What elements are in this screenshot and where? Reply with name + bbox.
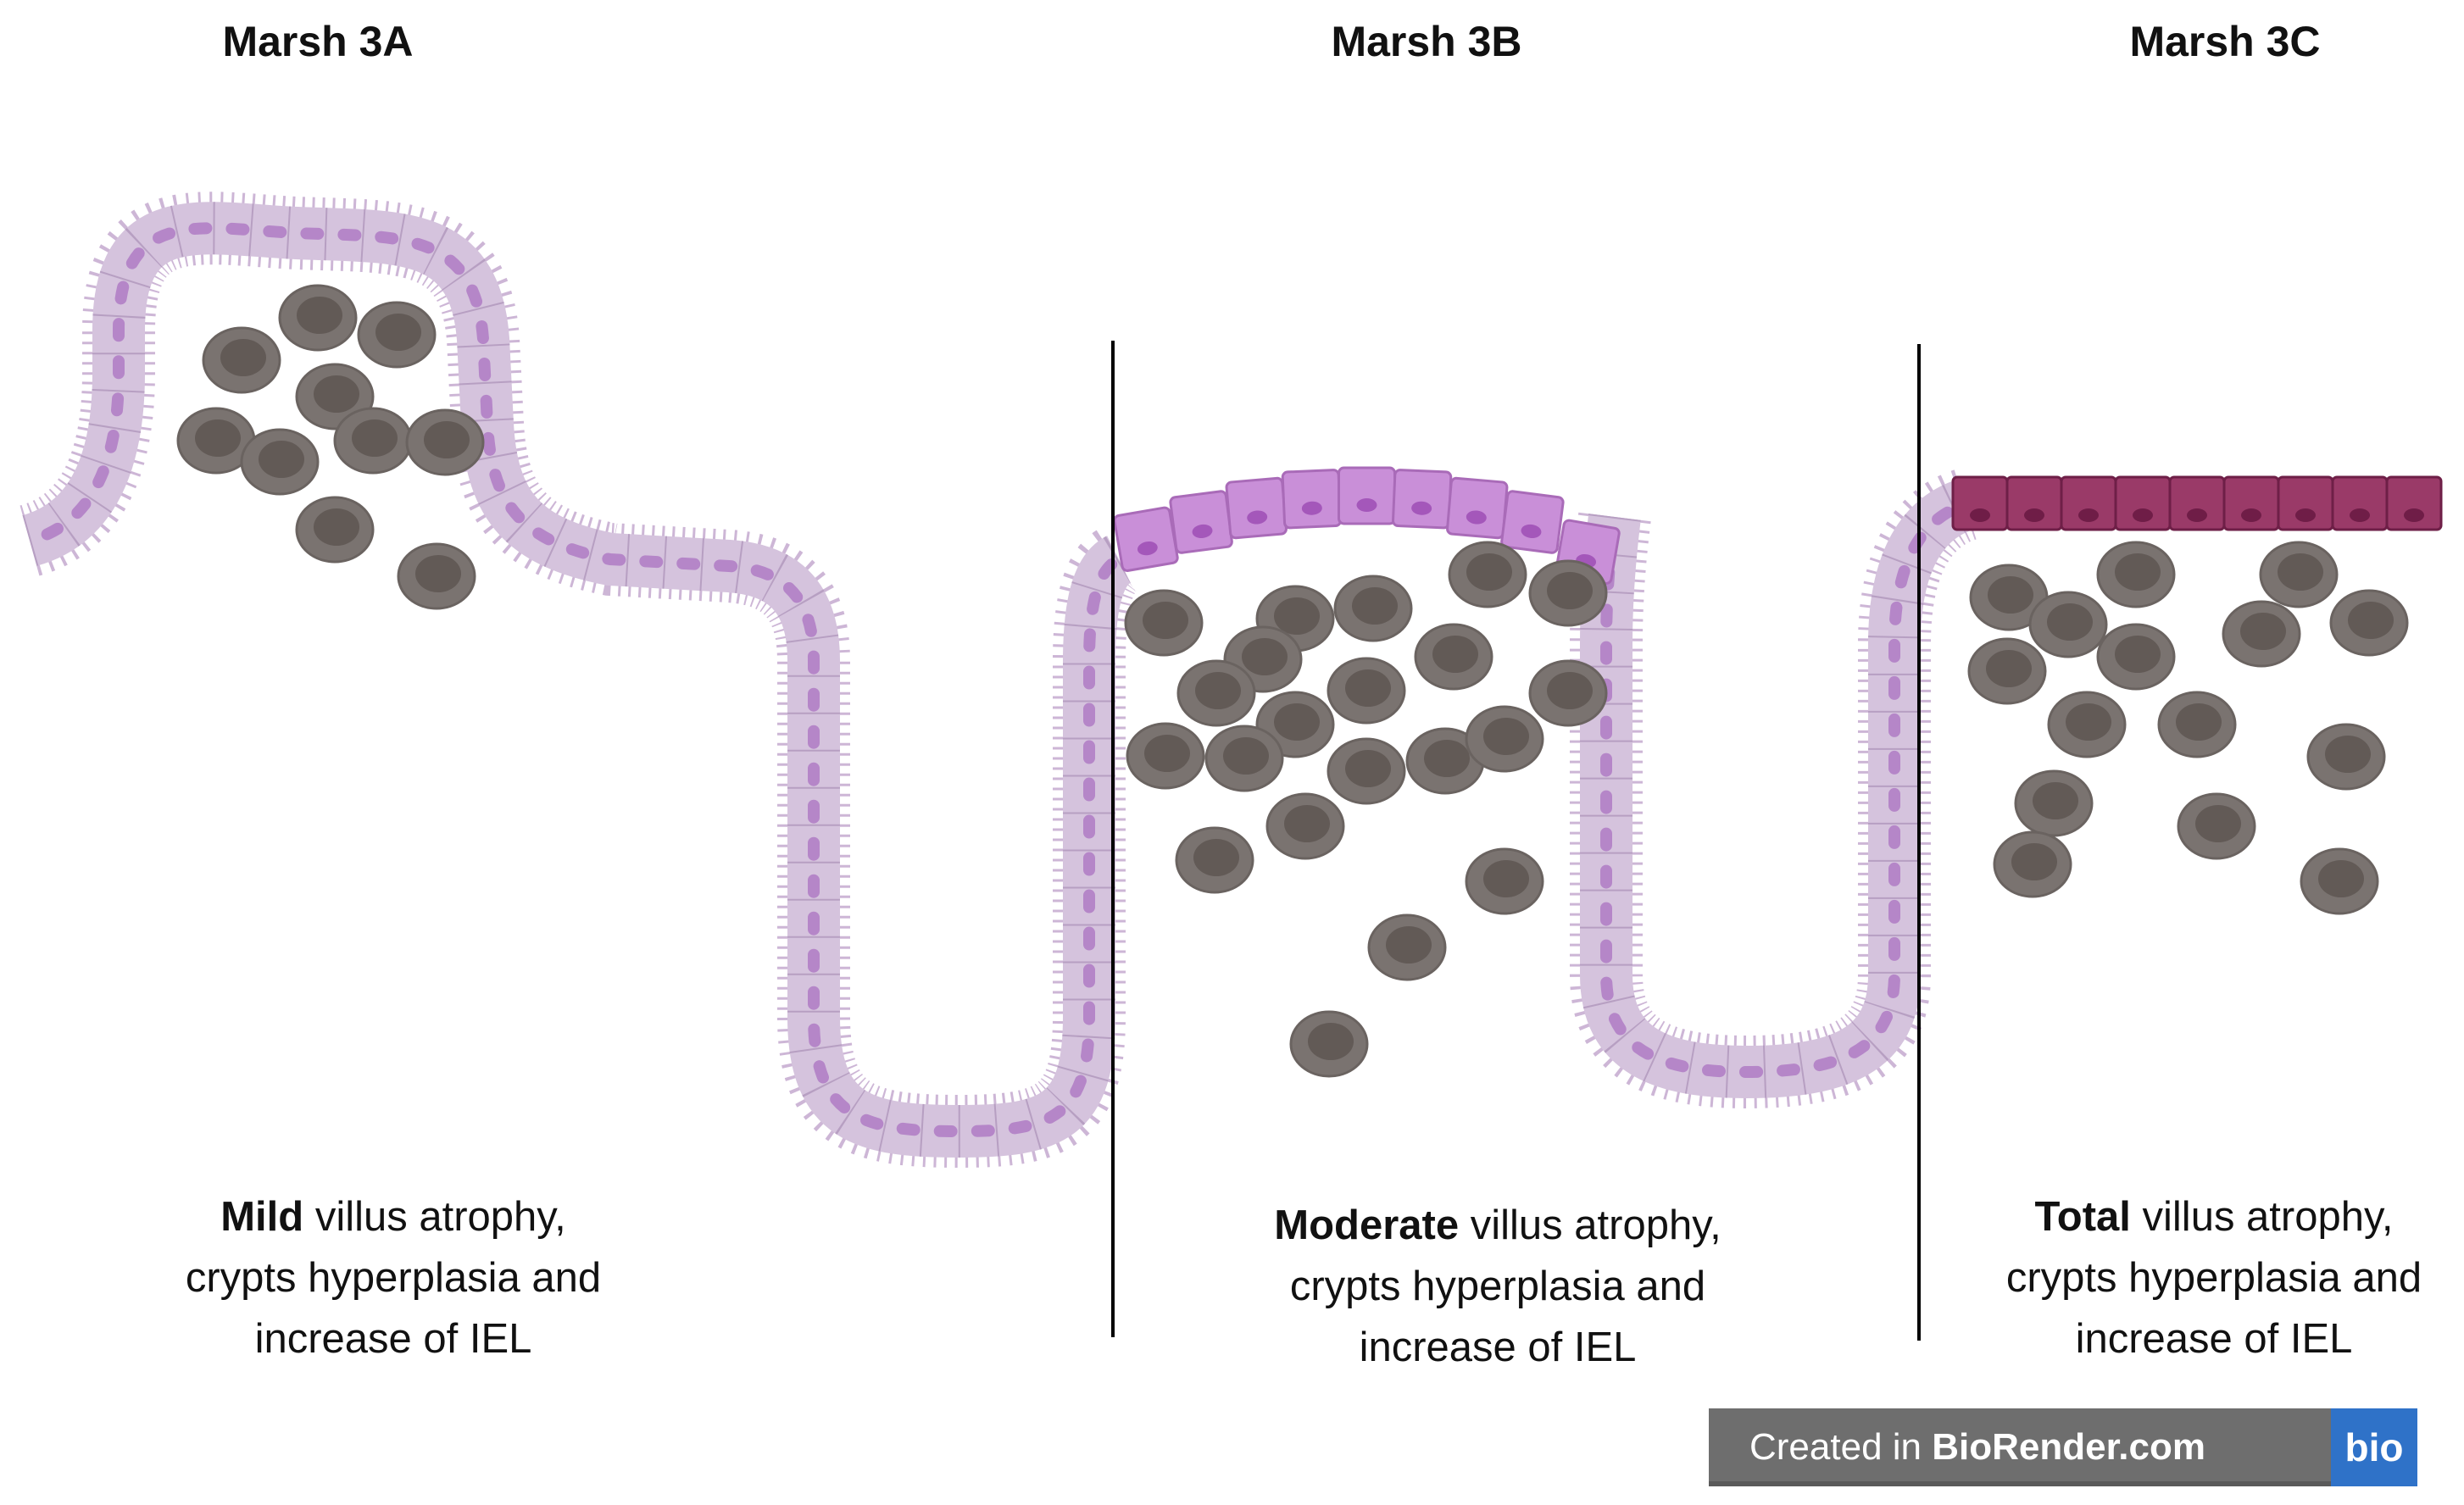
lymphocyte-icon [240, 428, 320, 496]
lymphocyte-icon [2028, 591, 2108, 658]
lymphocyte-icon [1367, 914, 1447, 981]
caption-line-1-rest: villus atrophy, [2130, 1194, 2394, 1240]
epithelial-nuclei [24, 222, 1125, 1138]
panel-caption-3b: Moderate villus atrophy, crypts hyperpla… [1176, 1195, 1820, 1378]
epithelial-cell-icon [1338, 466, 1396, 525]
lymphocyte-icon [1528, 559, 1608, 627]
lymphocyte-icon [357, 301, 437, 369]
panel-title-3b: Marsh 3B [1331, 18, 1522, 65]
badge-prefix: Created in [1749, 1426, 1933, 1468]
caption-line-2: crypts hyperplasia and [1289, 1263, 1706, 1309]
intraepithelial-lymphocytes [176, 284, 2409, 1078]
caption-line-2: crypts hyperplasia and [2005, 1255, 2422, 1301]
badge-text: Created in BioRender.com [1749, 1408, 2205, 1486]
lymphocyte-icon [2300, 847, 2379, 915]
epithelial-cell-icon [2168, 475, 2226, 531]
epithelial-cell-icon [2005, 475, 2063, 531]
epithelial-cell-icon [2060, 475, 2117, 531]
lymphocyte-icon [1448, 541, 1527, 608]
lymphocyte-icon [1255, 585, 1335, 653]
epithelial-cell-icon [1281, 469, 1342, 530]
caption-line-2: crypts hyperplasia and [185, 1255, 602, 1301]
lymphocyte-icon [2096, 623, 2176, 691]
epithelial-cell-icon [1446, 476, 1509, 540]
epithelial-cell-icon [2385, 475, 2443, 531]
epithelial-cell-borders [21, 202, 1132, 1158]
panel-title-3c: Marsh 3C [2129, 18, 2321, 65]
flat-surface-cells-3c [1951, 475, 2443, 531]
caption-line-1-rest: villus atrophy, [1459, 1202, 1721, 1248]
caption-emphasis: Mild [220, 1194, 304, 1240]
caption-line-3: increase of IEL [1359, 1325, 1637, 1370]
caption-line-3: increase of IEL [254, 1316, 532, 1362]
caption-line-1-rest: villus atrophy, [303, 1194, 566, 1240]
lymphocyte-icon [405, 408, 485, 476]
biorender-badge[interactable]: Created in BioRender.com bio [1709, 1408, 2417, 1486]
mucosa-epithelium [18, 192, 1979, 1169]
lymphocyte-icon [2096, 541, 2176, 608]
epithelial-cell-icon [1169, 490, 1233, 554]
panel-caption-3c: Total villus atrophy, crypts hyperplasia… [1892, 1186, 2464, 1369]
lymphocyte-icon [2047, 691, 2127, 758]
lymphocyte-icon [2222, 600, 2301, 668]
caption-emphasis: Moderate [1274, 1202, 1460, 1248]
caption-line-1: Mild villus atrophy, [71, 1186, 715, 1247]
lymphocyte-icon [1405, 727, 1485, 795]
epithelial-cell-icon [2331, 475, 2389, 531]
lymphocyte-icon [1465, 847, 1544, 915]
badge-brand: BioRender.com [1932, 1426, 2205, 1468]
caption-line-1: Moderate villus atrophy, [1176, 1195, 1820, 1256]
lymphocyte-icon [1126, 722, 1205, 790]
flattened-surface-cells-3b [1113, 466, 1621, 585]
epithelial-cell-icon [2222, 475, 2280, 531]
biorender-logo-icon: bio [2331, 1408, 2417, 1486]
lymphocyte-icon [295, 496, 375, 564]
lymphocyte-icon [1327, 657, 1406, 725]
lymphocyte-icon [1969, 564, 2049, 631]
lymphocyte-icon [1289, 1010, 1369, 1078]
lymphocyte-icon [1176, 659, 1256, 727]
lymphocyte-icon [397, 542, 476, 610]
lymphocyte-icon [202, 326, 281, 394]
brush-border [18, 192, 1138, 1169]
lymphocyte-icon [2014, 769, 2094, 837]
caption-line-1: Total villus atrophy, [1892, 1186, 2464, 1247]
epithelial-cell-layer [1580, 479, 1976, 1099]
lymphocyte-icon [2329, 589, 2409, 657]
epithelial-nuclei [1600, 498, 1972, 1079]
lymphocyte-icon [333, 407, 413, 475]
lymphocyte-icon [1204, 725, 1284, 792]
panel-caption-3a: Mild villus atrophy, crypts hyperplasia … [71, 1186, 715, 1369]
epithelial-cell-icon [1113, 506, 1179, 572]
lymphocyte-icon [2306, 723, 2386, 791]
epithelial-cell-icon [1225, 476, 1288, 540]
panel-title-3a: Marsh 3A [222, 18, 414, 65]
lymphocyte-icon [278, 284, 358, 352]
lymphocyte-icon [1465, 705, 1544, 773]
lymphocyte-icon [1327, 737, 1406, 805]
epithelial-cell-icon [1392, 469, 1453, 530]
epithelial-cell-icon [1951, 475, 2009, 531]
caption-line-3: increase of IEL [2075, 1316, 2353, 1362]
lymphocyte-icon [1333, 575, 1413, 642]
lymphocyte-icon [1265, 792, 1345, 860]
epithelial-cell-icon [1500, 490, 1565, 554]
lymphocyte-icon [2177, 792, 2256, 860]
lymphocyte-icon [1414, 623, 1493, 691]
lymphocyte-icon [2157, 691, 2237, 758]
lymphocyte-icon [1967, 637, 2047, 705]
lymphocyte-icon [1993, 830, 2072, 898]
epithelial-cell-icon [2277, 475, 2334, 531]
lymphocyte-icon [176, 407, 256, 475]
lymphocyte-icon [1124, 589, 1204, 657]
lymphocyte-icon [1528, 659, 1608, 727]
lymphocyte-icon [1175, 826, 1254, 894]
caption-emphasis: Total [2034, 1194, 2131, 1240]
lymphocyte-icon [2259, 541, 2339, 608]
epithelial-cell-layer [21, 202, 1132, 1158]
epithelial-cell-icon [2114, 475, 2172, 531]
